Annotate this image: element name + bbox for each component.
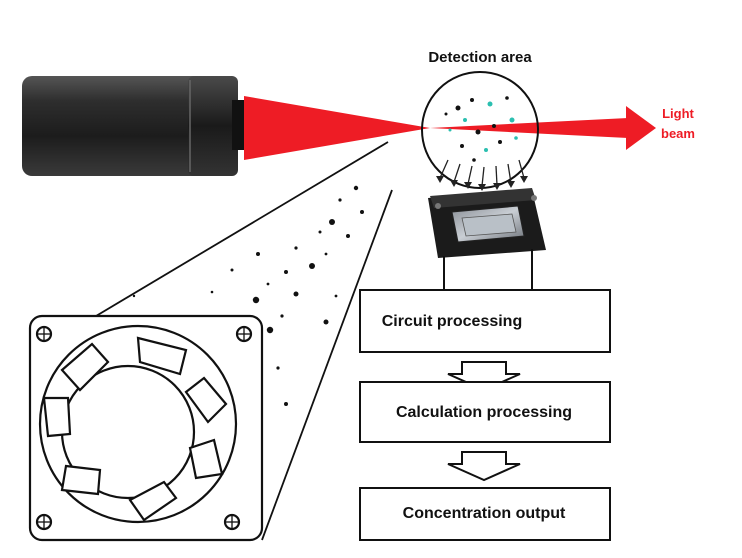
laser-emitter-icon — [22, 76, 246, 176]
light-beam-label-line1: Light — [662, 106, 694, 121]
particle-stream — [132, 185, 364, 406]
light-beam — [244, 96, 656, 160]
light-beam-label-line2: beam — [661, 126, 695, 141]
flow-step-circuit-label: Circuit processing — [382, 313, 522, 330]
detection-particles — [444, 96, 518, 162]
detection-area-circle — [421, 71, 539, 189]
flow-step-output: Concentration output — [359, 487, 611, 541]
scatter-arrows — [436, 159, 528, 191]
photodetector-chip-icon — [428, 188, 546, 290]
stream-boundary — [85, 141, 393, 541]
flow-step-calculation: Calculation processing — [359, 381, 611, 443]
detection-area-label: Detection area — [428, 49, 532, 66]
flow-step-calculation-label: Calculation processing — [396, 404, 572, 421]
down-arrow-icon — [447, 451, 521, 482]
flow-step-circuit: Circuit processing — [359, 289, 611, 353]
flow-step-output-label: Concentration output — [403, 505, 566, 522]
cooling-fan-icon — [28, 314, 264, 542]
